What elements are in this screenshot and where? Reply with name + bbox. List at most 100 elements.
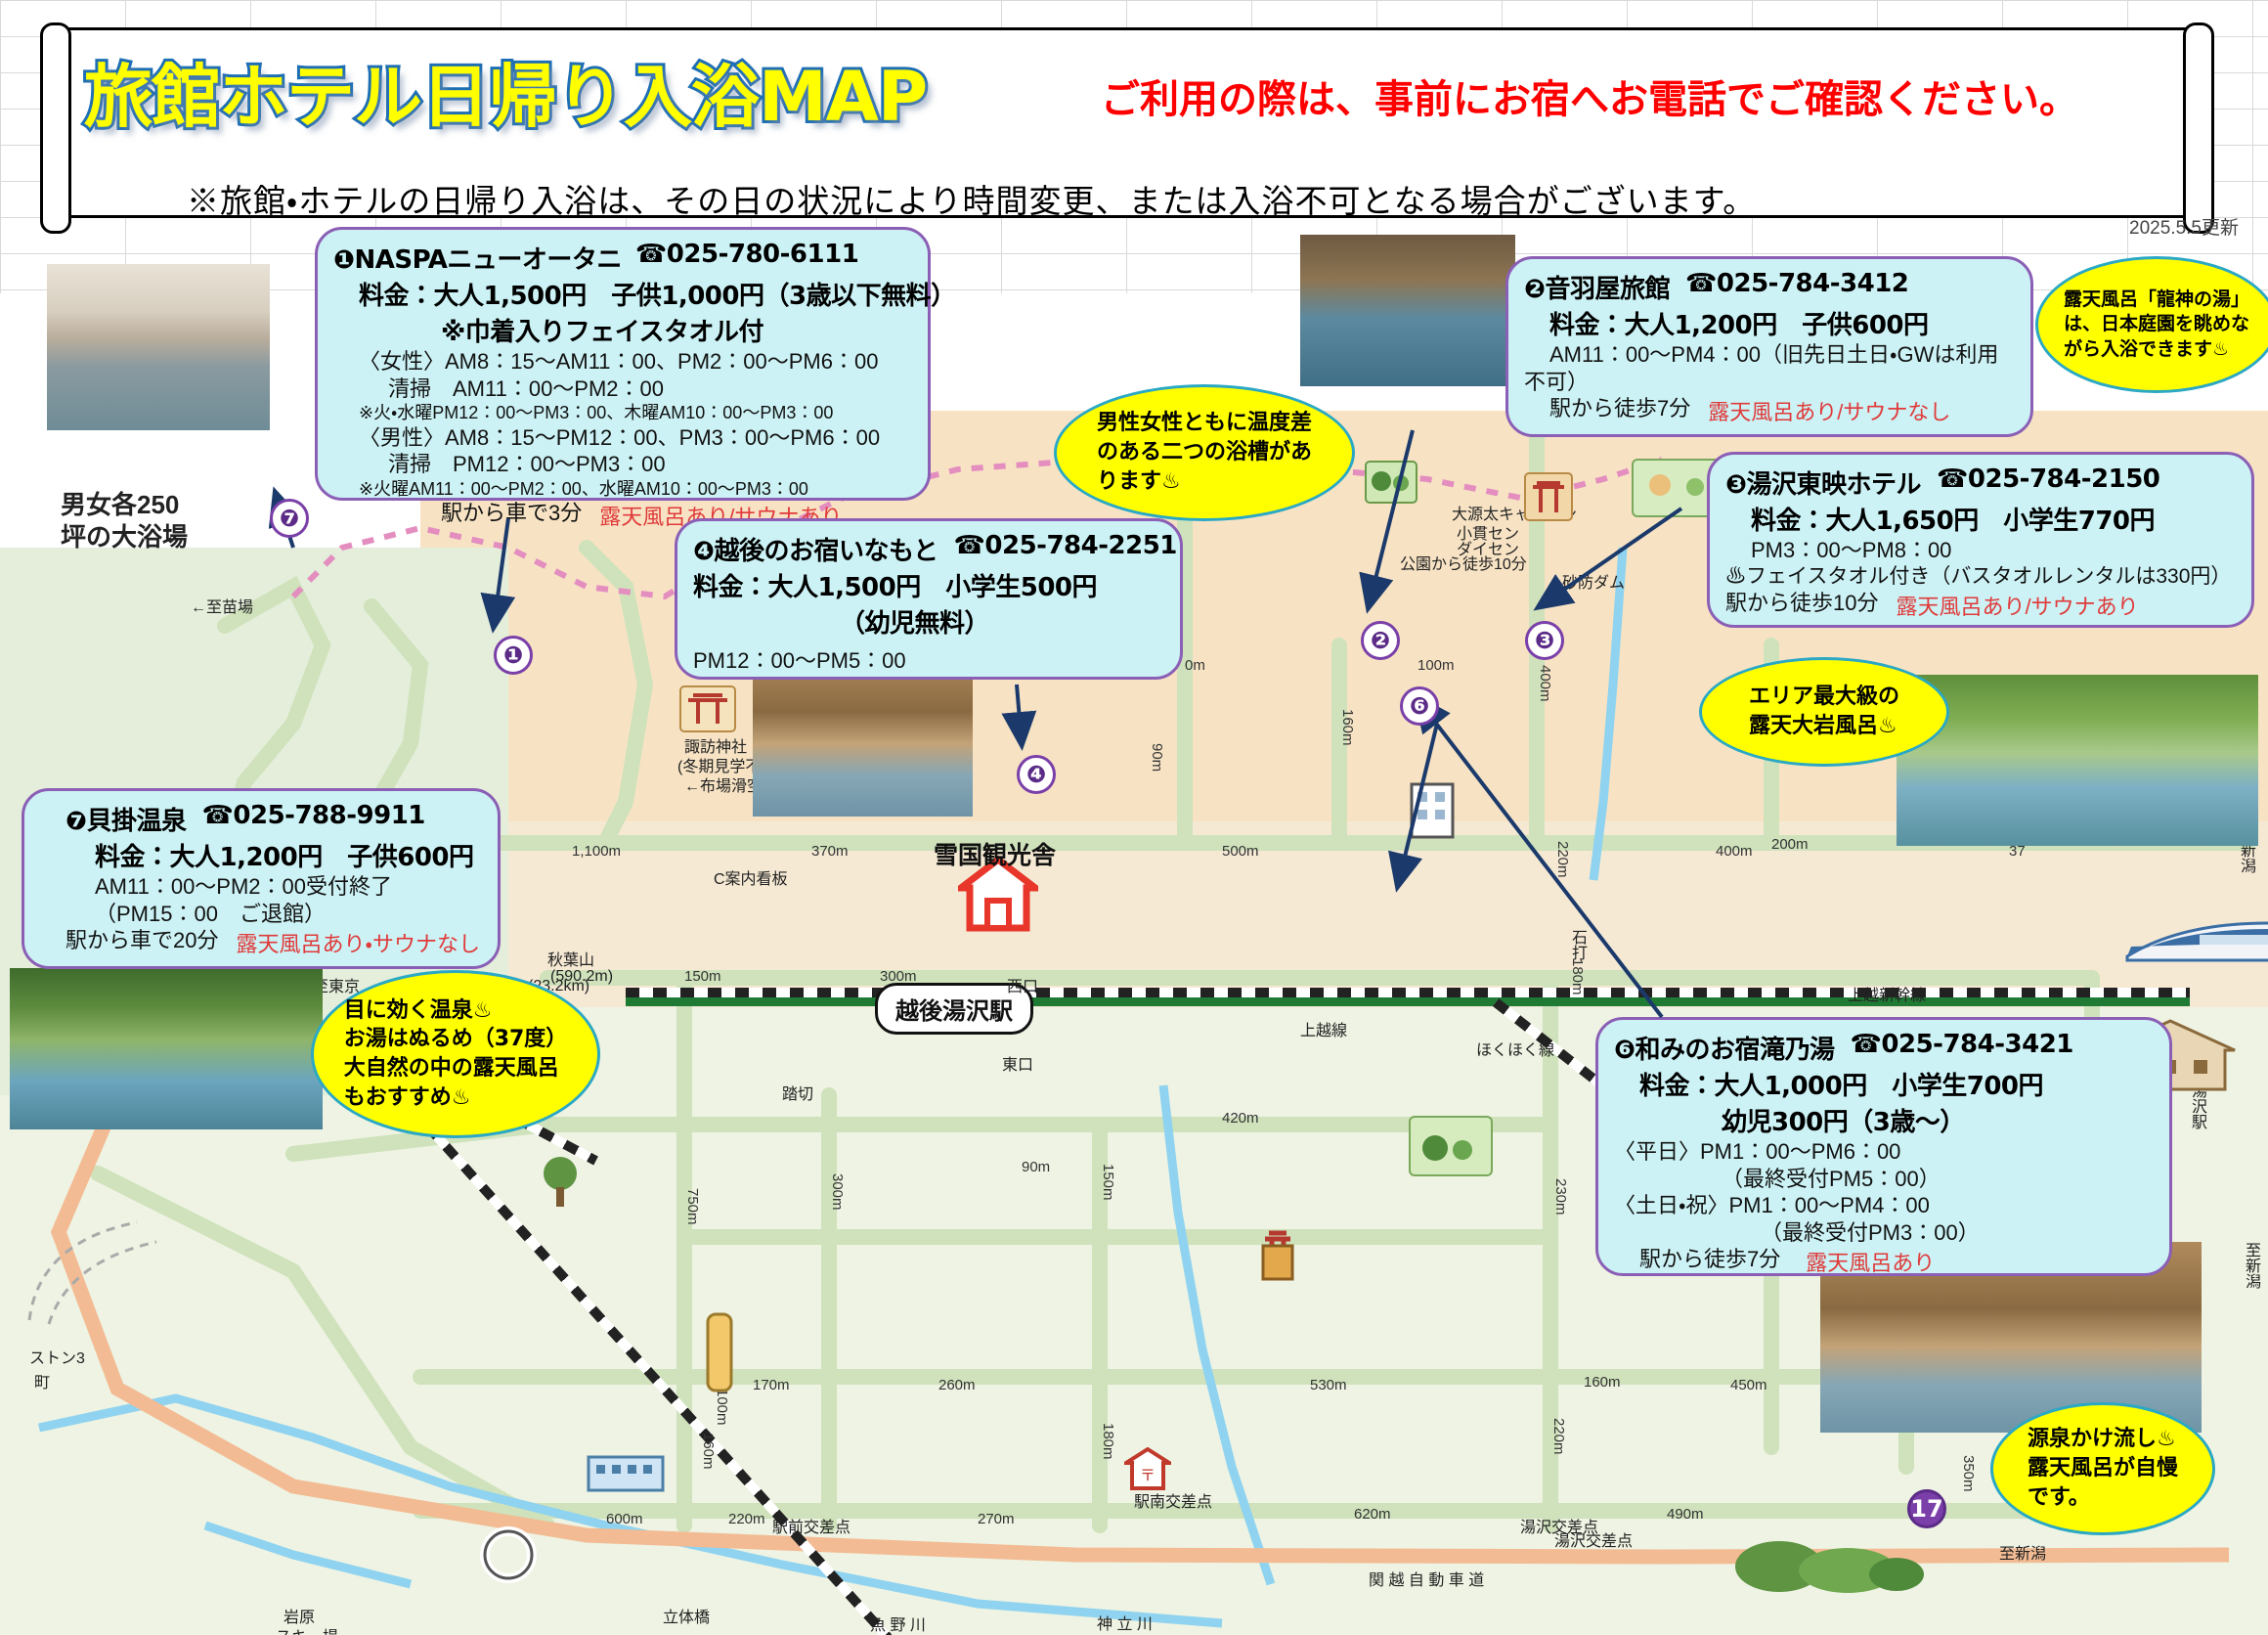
facility-price-7: 料金：大人1,200円 子供600円 xyxy=(95,843,474,872)
map-label: 上越線 xyxy=(1300,1023,1348,1039)
facility-access-6: 駅から徒歩7分 xyxy=(1639,1247,1781,1271)
map-label: 上越新幹線 xyxy=(1848,988,1927,1004)
route-marker-❸[interactable]: ❸ xyxy=(1525,621,1564,660)
map-label: ストン3 xyxy=(29,1350,85,1367)
facility-features-6: 露天風呂あり xyxy=(1806,1251,1936,1275)
distance-label: 750m xyxy=(684,1188,701,1225)
facility-hours-1-3: 〈男性〉AM8：15〜PM12：00、PM3：00〜PM6：00 xyxy=(359,424,881,450)
facility-hours-7-1: （PM15：00 ご退館） xyxy=(95,901,326,926)
map-label: ←至苗場 xyxy=(191,599,254,616)
facility-hours-6-2: 〈土日・祝〉PM1：00〜PM4：00 xyxy=(1614,1193,1930,1217)
facility-phone-3[interactable]: ☎025-784-2150 xyxy=(1937,464,2160,494)
building-icon xyxy=(1410,782,1455,844)
photo-naspa-indoor-bath xyxy=(47,264,270,430)
route-marker-❶[interactable]: ❶ xyxy=(494,636,533,675)
distance-label: 160m xyxy=(1584,1374,1621,1391)
distance-label: 260m xyxy=(938,1377,976,1393)
facility-price-6: 料金：大人1,000円 小学生700円 xyxy=(1639,1072,2044,1101)
page-title: 旅館ホテル日帰り入浴MAP xyxy=(81,54,931,140)
facility-phone-6[interactable]: ☎025-784-3421 xyxy=(1850,1030,2074,1059)
route-marker-❹[interactable]: ❹ xyxy=(1017,755,1056,794)
distance-label: 620m xyxy=(1354,1506,1391,1523)
callout-largest-rock-bath: エリア最大級の 露天大岩風呂♨ xyxy=(1699,657,1949,767)
facility-phone-7[interactable]: ☎025-788-9911 xyxy=(201,801,426,830)
facility-hours-4-0: PM12：00〜PM5：00 xyxy=(693,648,906,673)
facility-hours-1-1: 清掃 AM11：00〜PM2：00 xyxy=(388,376,665,401)
distance-label: 150m xyxy=(1100,1164,1116,1201)
map-label: 立体橋 xyxy=(663,1610,711,1626)
map-label: 駅前交差点 xyxy=(772,1520,851,1536)
map-label: 砂防ダム xyxy=(1562,575,1626,592)
map-label: 諏訪神社 xyxy=(684,739,748,756)
facility-card-toei[interactable]: ❸湯沢東映ホテル ☎025-784-2150 料金：大人1,650円 小学生77… xyxy=(1707,452,2254,628)
svg-text:〒: 〒 xyxy=(1140,1468,1156,1484)
facility-card-naspa[interactable]: ❶NASPAニューオータニ ☎025-780-6111 料金：大人1,500円 … xyxy=(315,227,956,529)
shop-icon xyxy=(1261,1242,1294,1286)
facility-hours-7-0: AM11：00〜PM2：00受付終了 xyxy=(95,874,393,899)
facility-hours-2-1: 不可） xyxy=(1524,369,1590,394)
facility-access-1: 駅から車で3分 xyxy=(441,501,583,525)
facility-hours-1-4: 清掃 PM12：00〜PM3：00 xyxy=(388,452,666,476)
facility-access-2: 駅から徒歩7分 xyxy=(1549,396,1691,420)
route-marker-❼[interactable]: ❼ xyxy=(270,499,309,538)
photo-otowaya-rotenburo xyxy=(1300,235,1515,386)
distance-label: 500m xyxy=(1222,843,1259,860)
photo-caption-large-bath: 男女各250 坪の大浴場 xyxy=(61,490,189,552)
facility-card-takinoyu[interactable]: ❻和みのお宿滝乃湯 ☎025-784-3421 料金：大人1,000円 小学生7… xyxy=(1595,1017,2172,1276)
shinkansen-train-icon xyxy=(2121,900,2268,985)
distance-label: 420m xyxy=(1222,1110,1259,1127)
distance-label: 490m xyxy=(1667,1506,1704,1523)
distance-label: 150m xyxy=(684,968,721,985)
distance-label: 0m xyxy=(1185,657,1205,674)
roundabout-icon xyxy=(479,1525,538,1589)
facility-price-4: 料金：大人1,500円 小学生500円 xyxy=(693,573,1098,602)
facility-phone-4[interactable]: ☎025-784-2251 xyxy=(953,531,1178,560)
facility-price-1: 料金：大人1,500円 子供1,000円（3歳以下無料） xyxy=(359,282,956,311)
facility-access-3: 駅から徒歩10分 xyxy=(1725,590,1879,615)
route-marker-❷[interactable]: ❷ xyxy=(1361,621,1400,660)
facility-hours-1-5: ※火曜AM11：00〜PM2：00、水曜AM10：00〜PM3：00 xyxy=(359,478,808,499)
callout-eye-onsen: 目に効く温泉♨ お湯はぬるめ（37度） 大自然の中の露天風呂 もおすすめ♨ xyxy=(311,970,600,1138)
hotel-icon xyxy=(587,1447,665,1497)
facility-phone-2[interactable]: ☎025-784-3412 xyxy=(1685,269,1909,298)
map-label: 至新潟 xyxy=(1999,1546,2047,1563)
yuzawa-park-icon xyxy=(1408,1115,1494,1182)
header-banner: 旅館ホテル日帰り入浴MAP ご利用の際は、事前にお宿へお電話でご確認ください。 … xyxy=(40,22,2214,234)
house-icon xyxy=(950,855,1046,937)
callout-gensen-kakenagashi-text: 源泉かけ流し♨ 露天風呂が自慢 です。 xyxy=(2027,1427,2178,1510)
facility-hours-3-1: ♨フェイスタオル付き（バスタオルレンタルは330円） xyxy=(1725,564,2232,588)
park-icon xyxy=(1364,460,1418,509)
facility-name-7: ❼貝掛温泉 xyxy=(65,807,187,836)
map-label: 至新潟 xyxy=(2243,1242,2259,1289)
map-label: 石打 xyxy=(1569,929,1586,960)
facility-phone-1[interactable]: ☎025-780-6111 xyxy=(634,240,859,269)
header-red-note: ご利用の際は、事前にお宿へお電話でご確認ください。 xyxy=(1101,77,2078,122)
facility-card-otowaya[interactable]: ❷音羽屋旅館 ☎025-784-3412 料金：大人1,200円 子供600円 … xyxy=(1505,256,2033,437)
map-label: 公園から徒歩10分 xyxy=(1400,556,1527,573)
facility-name-6: ❻和みのお宿滝乃湯 xyxy=(1614,1036,1835,1065)
distance-label: 450m xyxy=(1730,1377,1767,1393)
monument-icon xyxy=(702,1310,737,1399)
rail-shinkansen xyxy=(626,997,2190,1006)
map-label: 関 越 自 動 車 道 xyxy=(1369,1572,1485,1589)
facility-access-7: 駅から車で20分 xyxy=(65,928,219,952)
facility-price-3: 料金：大人1,650円 小学生770円 xyxy=(1751,507,2156,536)
shrine-icon-suwa xyxy=(678,685,737,738)
route-marker-17[interactable]: 17 xyxy=(1907,1489,1946,1528)
distance-label: 600m xyxy=(606,1511,643,1527)
facility-card-kaikake[interactable]: ❼貝掛温泉 ☎025-788-9911 料金：大人1,200円 子供600円 A… xyxy=(22,788,501,969)
facility-hours-2-0: AM11：00〜PM4：00（旧先日土日・GWは利用 xyxy=(1549,342,1999,367)
facility-hours-1-0: 〈女性〉AM8：15〜AM11：00、PM2：00〜PM6：00 xyxy=(359,349,879,374)
distance-label: 160m xyxy=(1339,709,1356,746)
distance-label: 270m xyxy=(978,1511,1015,1527)
facility-features-3: 露天風呂あり/サウナあり xyxy=(1896,594,2139,619)
photo-kaikake-rotenburo xyxy=(10,968,323,1129)
forest-icon xyxy=(1730,1525,1926,1599)
facility-name-4: ❹越後のお宿いなもと xyxy=(693,537,938,566)
map-label: 東口 xyxy=(1002,1057,1034,1074)
update-date: 2025.5.5更新 xyxy=(2129,218,2239,239)
facility-card-inamoto[interactable]: ❹越後のお宿いなもと ☎025-784-2251 料金：大人1,500円 小学生… xyxy=(675,518,1183,680)
route-marker-❻[interactable]: ❻ xyxy=(1400,686,1439,726)
map-label: 湯沢交差点 xyxy=(1554,1533,1634,1550)
